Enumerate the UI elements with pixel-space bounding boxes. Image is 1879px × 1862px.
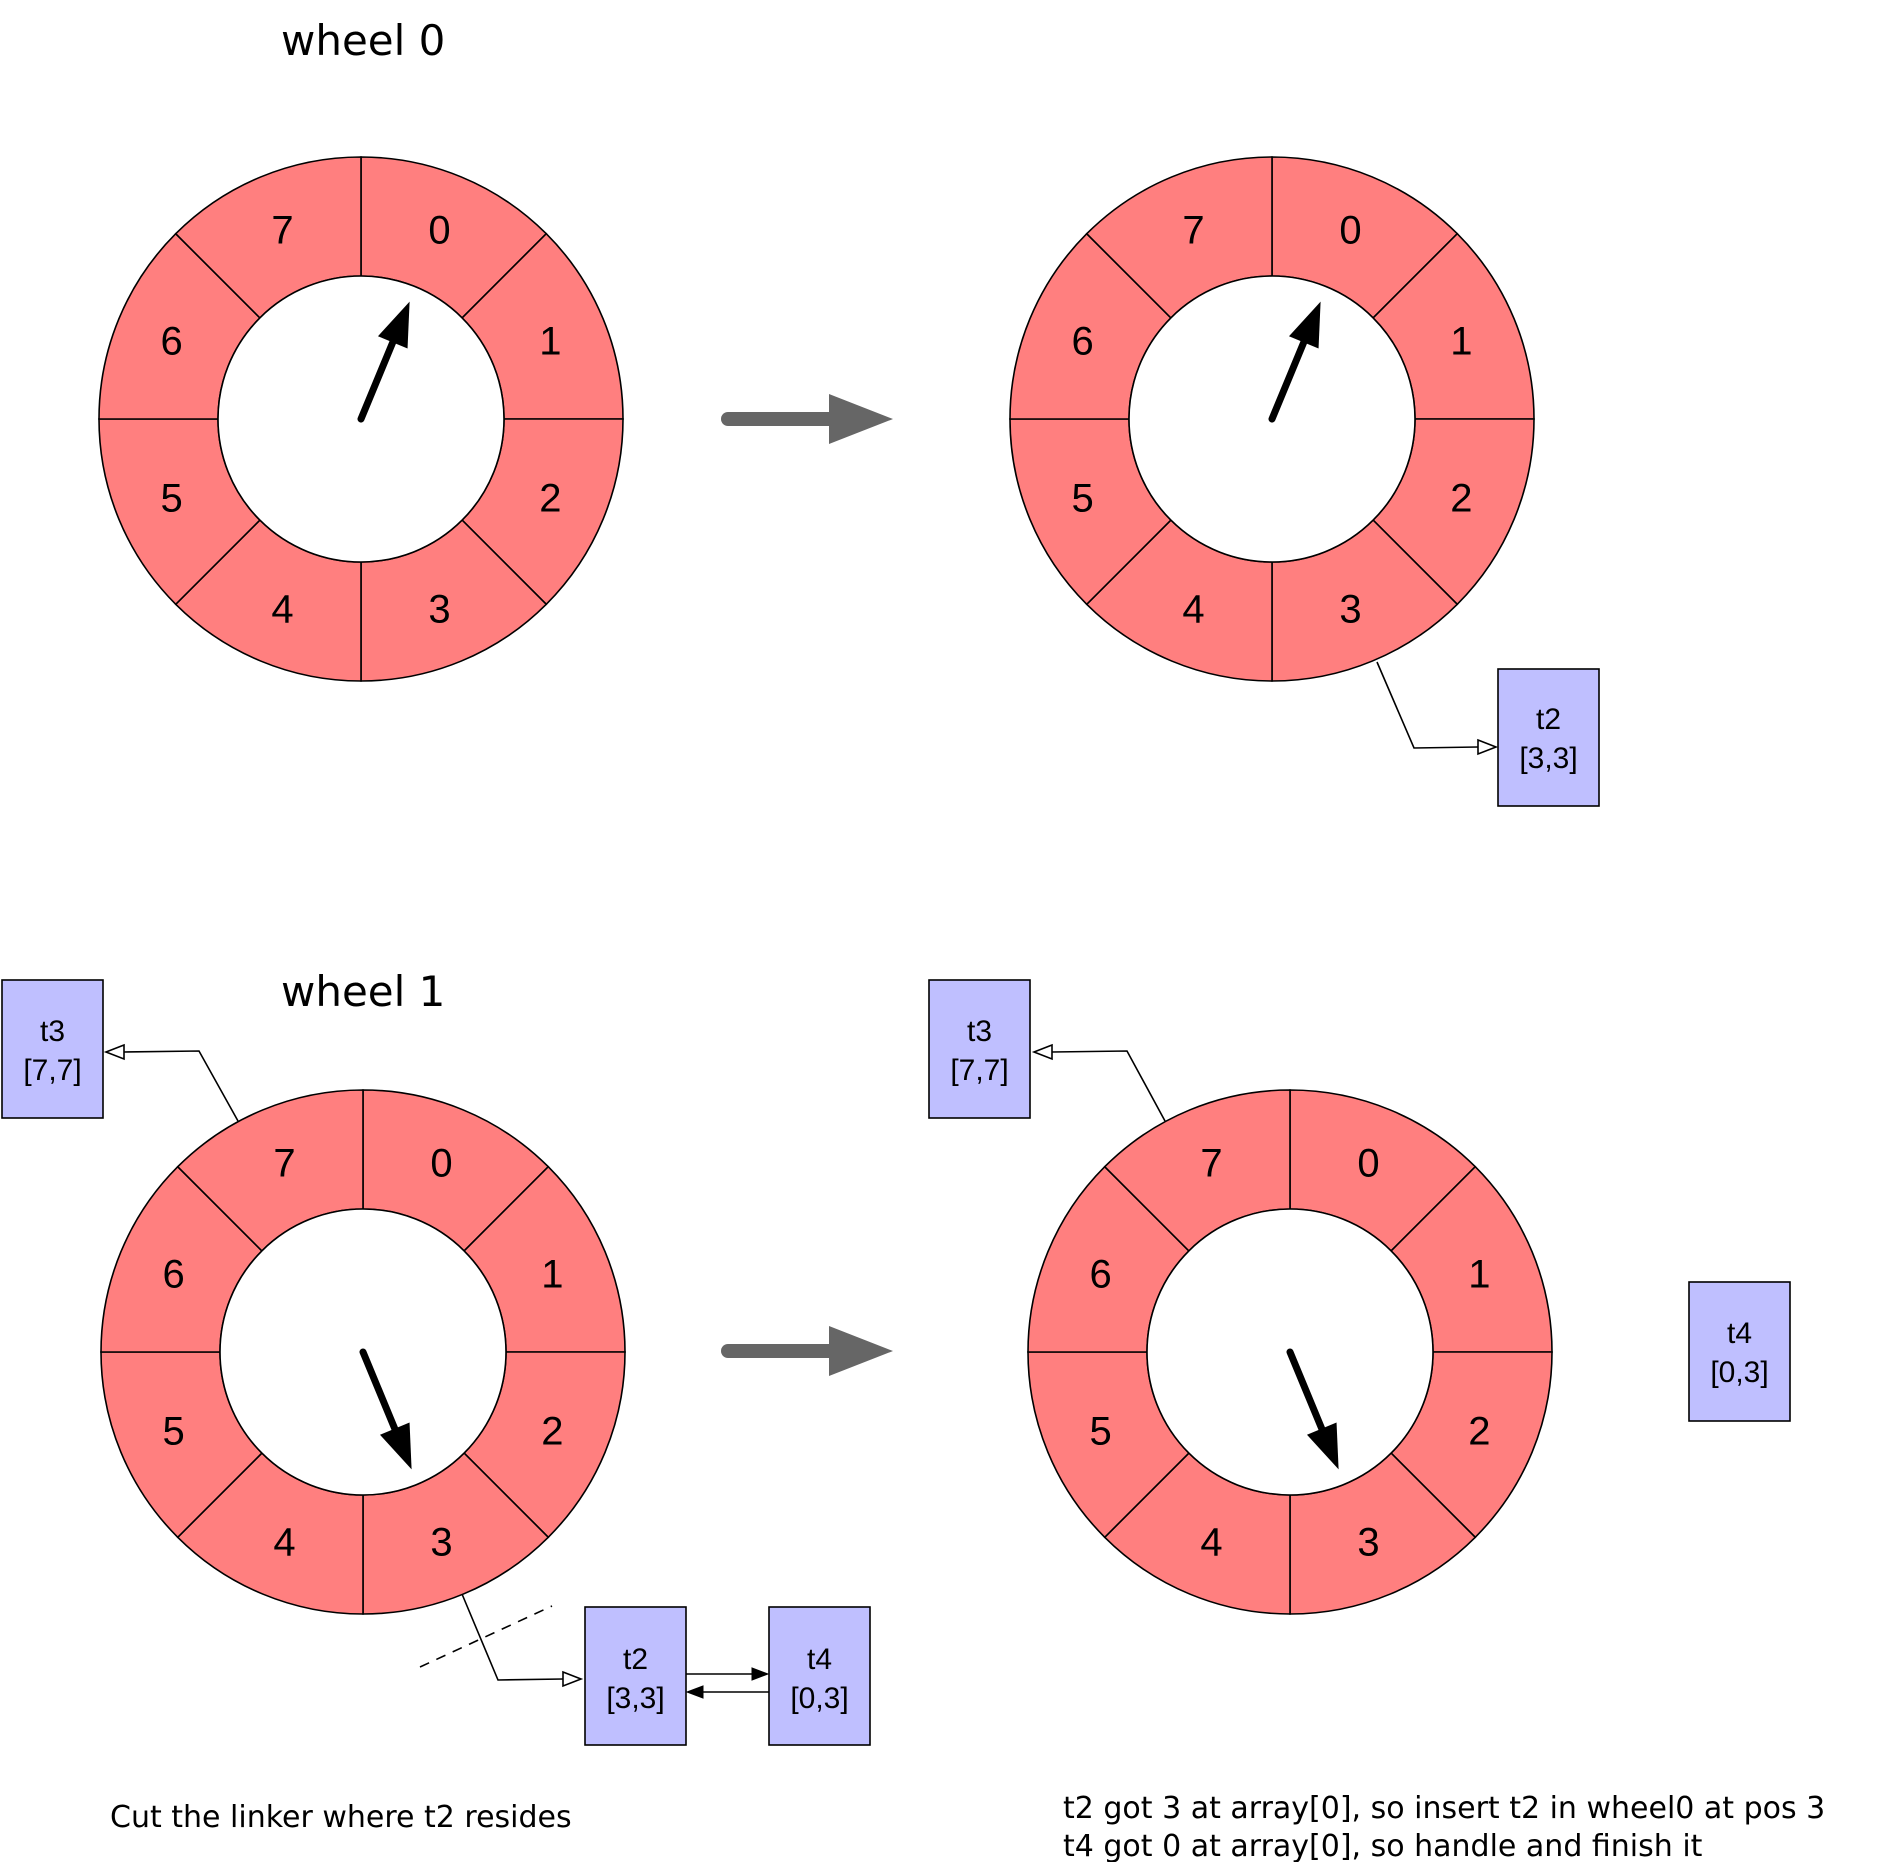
slot-label-6: 6 (1089, 1253, 1111, 1297)
slot-label-2: 2 (541, 1409, 563, 1453)
slot-label-6: 6 (1071, 320, 1093, 364)
slot-label-1: 1 (541, 1253, 563, 1297)
link-t4-to-t2 (685, 1685, 769, 1699)
slot-label-3: 3 (1357, 1520, 1379, 1564)
slot-label-0: 0 (428, 209, 450, 253)
slot-label-4: 4 (271, 587, 293, 631)
timer-box-t2-wheel0: t2 [3,3] (1497, 668, 1600, 807)
caption-right-line2: t4 got 0 at array[0], so handle and fini… (1063, 1829, 1703, 1862)
link-wheel0-slot3-to-t2 (1376, 661, 1499, 756)
transition-arrow-bottom (721, 1326, 893, 1376)
wheel1-before: 0 1 2 3 4 5 6 7 (100, 1089, 626, 1615)
timer-range: [3,3] (1519, 742, 1577, 775)
wheel0-before: 0 1 2 3 4 5 6 7 (98, 156, 624, 682)
slot-label-2: 2 (1468, 1409, 1490, 1453)
slot-label-5: 5 (162, 1409, 184, 1453)
timer-range: [0,3] (790, 1682, 848, 1715)
slot-label-1: 1 (539, 320, 561, 364)
slot-label-1: 1 (1450, 320, 1472, 364)
timer-range: [7,7] (950, 1054, 1008, 1087)
wheel-pointer (359, 1348, 412, 1470)
link-t2-to-t4 (686, 1667, 770, 1681)
slot-label-5: 5 (1089, 1409, 1111, 1453)
slot-label-0: 0 (1357, 1142, 1379, 1186)
transition-arrow-top (721, 394, 893, 444)
slot-label-3: 3 (428, 587, 450, 631)
slot-label-1: 1 (1468, 1253, 1490, 1297)
slot-label-5: 5 (1071, 476, 1093, 520)
caption-left: Cut the linker where t2 resides (110, 1800, 572, 1835)
timer-box-t2-wheel1: t2 [3,3] (584, 1606, 687, 1746)
slot-label-7: 7 (1182, 209, 1204, 253)
timer-box-t4-right: t4 [0,3] (1688, 1281, 1791, 1422)
timer-range: [7,7] (23, 1054, 81, 1087)
slot-label-7: 7 (273, 1142, 295, 1186)
timer-range: [0,3] (1710, 1356, 1768, 1389)
wheel-pointer (357, 301, 410, 423)
timer-range: [3,3] (606, 1682, 664, 1715)
timer-name: t3 (967, 1015, 992, 1048)
link-wheel1-after-slot7-to-t3-right (1031, 1043, 1166, 1122)
wheel0-after: 0 1 2 3 4 5 6 7 (1009, 156, 1535, 682)
slot-label-2: 2 (1450, 476, 1472, 520)
timer-name: t2 (623, 1643, 648, 1676)
wheel-pointer (1268, 301, 1321, 423)
slot-label-3: 3 (430, 1520, 452, 1564)
link-wheel1-slot3-to-t2 (461, 1593, 584, 1688)
slot-label-4: 4 (1182, 587, 1204, 631)
timer-name: t2 (1536, 703, 1561, 736)
timer-name: t3 (40, 1015, 65, 1048)
slot-label-6: 6 (160, 320, 182, 364)
title-wheel0: wheel 0 (281, 16, 445, 65)
slot-label-0: 0 (1339, 209, 1361, 253)
timer-name: t4 (807, 1643, 832, 1676)
title-wheel1: wheel 1 (281, 967, 445, 1016)
timer-box-t3-right: t3 [7,7] (928, 979, 1031, 1119)
wheel-pointer (1286, 1348, 1339, 1470)
timer-box-t4-wheel1: t4 [0,3] (768, 1606, 871, 1746)
slot-label-4: 4 (1200, 1520, 1222, 1564)
caption-right-line1: t2 got 3 at array[0], so insert t2 in wh… (1063, 1791, 1825, 1826)
slot-label-7: 7 (271, 209, 293, 253)
link-wheel1-slot7-to-t3-left (103, 1043, 239, 1122)
timer-box-t3-left: t3 [7,7] (1, 979, 104, 1119)
cut-mark (419, 1605, 553, 1668)
slot-label-0: 0 (430, 1142, 452, 1186)
slot-label-2: 2 (539, 476, 561, 520)
slot-label-4: 4 (273, 1520, 295, 1564)
slot-label-3: 3 (1339, 587, 1361, 631)
slot-label-6: 6 (162, 1253, 184, 1297)
slot-label-7: 7 (1200, 1142, 1222, 1186)
wheel1-after: 0 1 2 3 4 5 6 7 (1027, 1089, 1553, 1615)
timer-name: t4 (1727, 1317, 1752, 1350)
slot-label-5: 5 (160, 476, 182, 520)
